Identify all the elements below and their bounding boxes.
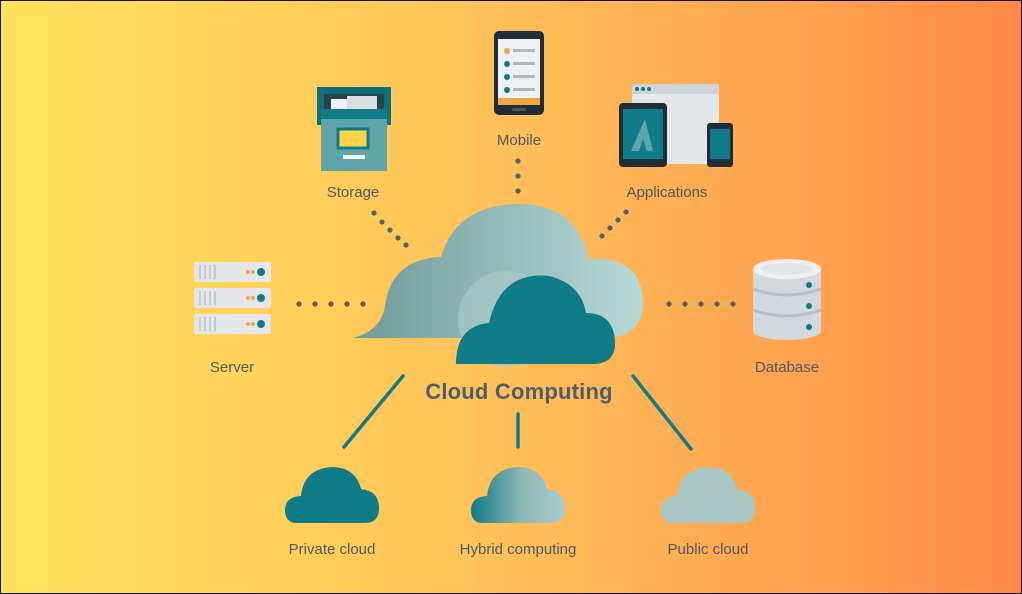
server-icon: [194, 262, 271, 334]
database-icon: [752, 259, 822, 340]
private-cloud-icon: [285, 467, 379, 523]
central-cloud: [353, 203, 643, 367]
public-cloud-icon: [661, 467, 755, 523]
mobile-label: Mobile: [496, 132, 542, 149]
dotted-connectors: [296, 158, 736, 307]
private-cloud-label: Private cloud: [288, 541, 376, 558]
solid-connectors: [342, 374, 693, 451]
server-label: Server: [209, 359, 255, 376]
storage-icon: [317, 87, 391, 171]
applications-label: Applications: [626, 184, 708, 201]
database-label: Database: [754, 359, 820, 376]
applications-icon: [619, 84, 733, 167]
storage-label: Storage: [326, 184, 380, 201]
hybrid-computing-label: Hybrid computing: [459, 541, 577, 558]
center-title: Cloud Computing: [425, 379, 613, 404]
mobile-icon: [494, 31, 544, 115]
public-cloud-label: Public cloud: [667, 541, 749, 558]
hybrid-cloud-icon: [471, 467, 565, 523]
